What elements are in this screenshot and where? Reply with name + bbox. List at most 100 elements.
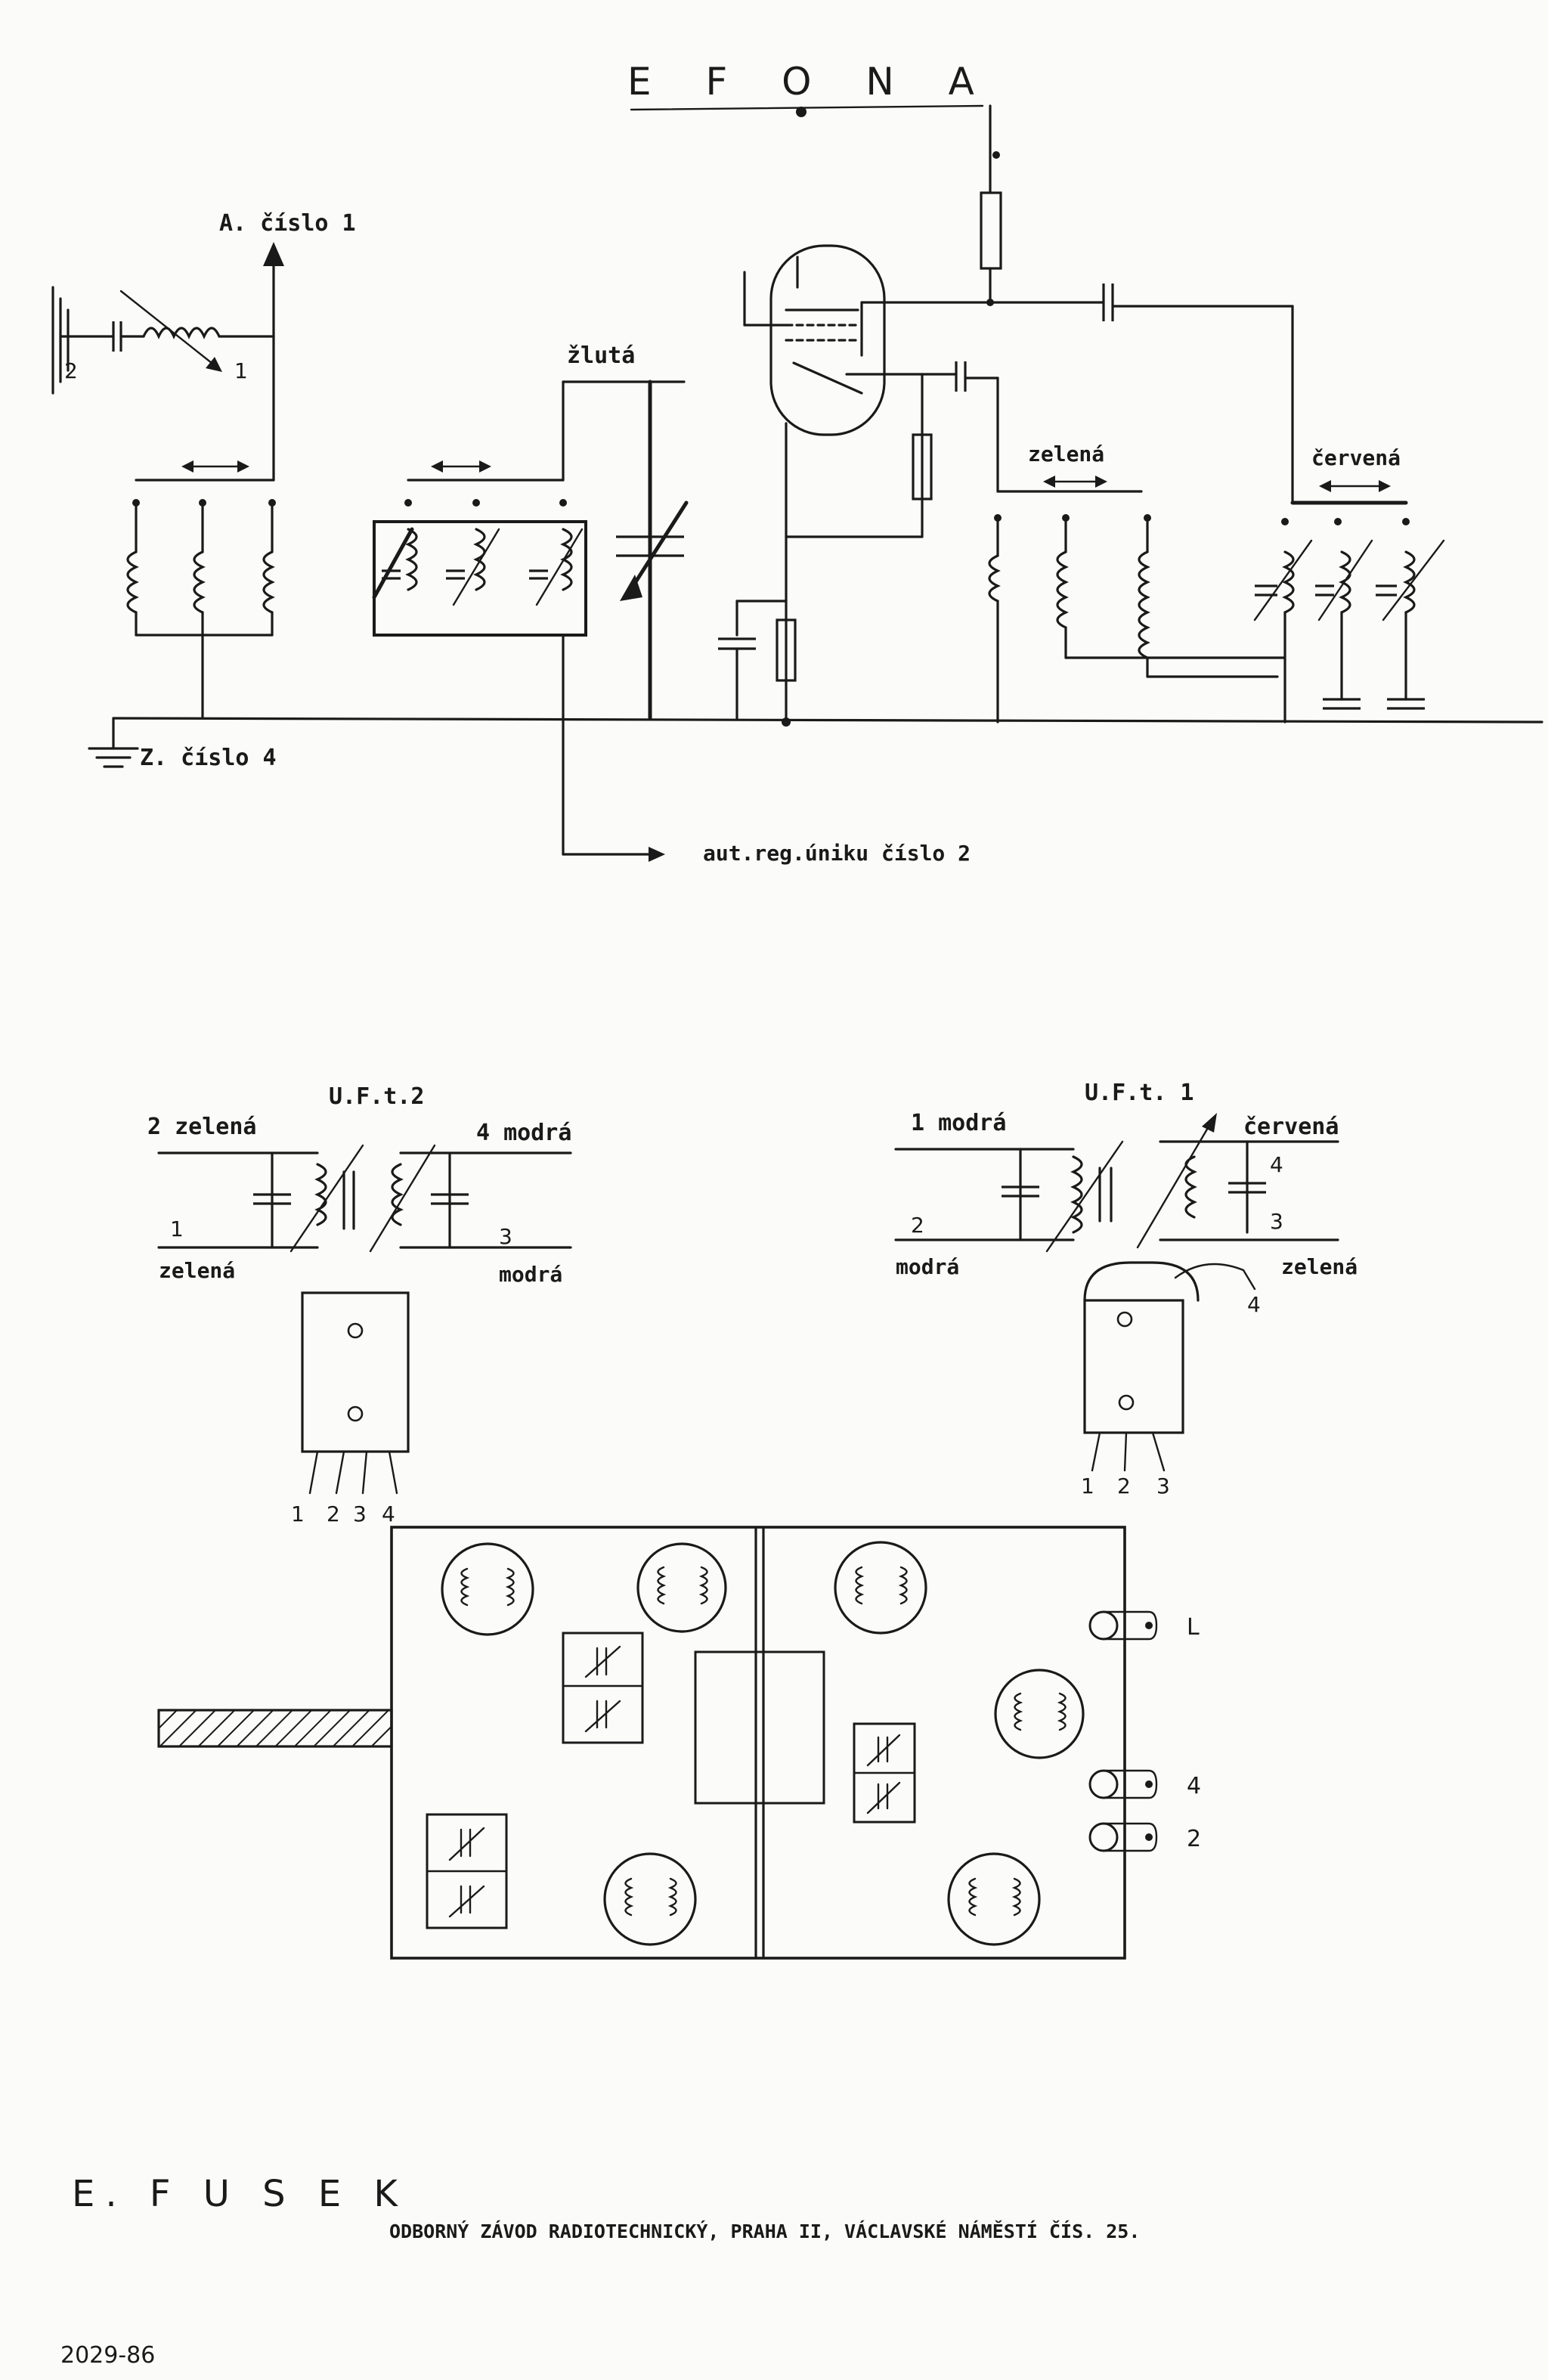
- coil2: [193, 550, 206, 614]
- ift1-can: [1083, 1299, 1184, 1434]
- wire-label-cervena: červená: [1311, 445, 1401, 470]
- ift2-can-hole-2: [347, 1405, 364, 1422]
- cathode-ground-node: [782, 717, 791, 727]
- avc-label: aut.reg.úniku číslo 2: [703, 841, 971, 866]
- ift1-leg-label-3: 3: [1156, 1474, 1170, 1498]
- coil-can-5: [947, 1852, 1041, 1946]
- osc-switch-arrow-right: [479, 460, 491, 473]
- switch-arrow-right: [237, 460, 249, 473]
- terminal-4: [1088, 1769, 1158, 1799]
- osc-switch-arrow-left: [431, 460, 443, 473]
- red-terminal-2: [1334, 518, 1342, 525]
- ift1-pin-cervena-label: červená: [1243, 1114, 1339, 1140]
- antenna-section: A. číslo 1 2 1: [51, 210, 356, 482]
- page-title: E F O N A: [627, 60, 995, 104]
- osc-trim-3-arrow: [535, 528, 584, 606]
- coil-can-4: [994, 1669, 1085, 1759]
- coil-can-2: [636, 1542, 727, 1633]
- vacuum-tube: [718, 104, 1294, 727]
- red-switch-arrow-left: [1319, 480, 1331, 492]
- coil1: [126, 550, 139, 614]
- ift1-top-pin-label: 4: [1247, 1292, 1261, 1317]
- green-terminal-3: [1144, 514, 1151, 522]
- ift1-can-hole-1: [1116, 1311, 1133, 1328]
- green-switch-arrow-right: [1095, 476, 1107, 488]
- ift1-top-lead: [1174, 1263, 1256, 1291]
- red-coil-set: červená: [1253, 445, 1445, 724]
- coil-terminal-1: [132, 499, 140, 507]
- trimmer-box-3: [853, 1722, 916, 1824]
- terminal-label-L: L: [1187, 1614, 1200, 1641]
- ift1-secondary-arrow: [1136, 1117, 1215, 1249]
- red-coil-2: [1339, 550, 1351, 614]
- red-trim-1-arrow: [1253, 539, 1313, 621]
- ift2-can-hole-1: [347, 1322, 364, 1339]
- ift2-primary-arrow: [289, 1144, 364, 1253]
- footer-address: ODBORNÝ ZÁVOD RADIOTECHNICKÝ, PRAHA II, …: [389, 2220, 1140, 2242]
- ift1-label-modra: modrá: [896, 1254, 959, 1279]
- red-coil-3: [1403, 550, 1416, 614]
- antenna-pin-1: 1: [234, 358, 248, 383]
- ift1-can-dome: [1083, 1261, 1200, 1302]
- ift2-section: U.F.t.2 2 zelená 4 modrá 1 3 zelená modr…: [147, 1083, 572, 1526]
- green-switch-arrow-left: [1043, 476, 1055, 488]
- green-coil-2: [1056, 550, 1069, 629]
- terminal-label-2: 2: [1187, 1826, 1201, 1852]
- ift1-pin-1-label: 1 modrá: [911, 1110, 1006, 1136]
- trimmer-box-2: [426, 1813, 508, 1929]
- ift2-secondary-arrow: [369, 1144, 436, 1253]
- coil-can-3: [834, 1541, 927, 1635]
- ground-bus-line: [112, 717, 1543, 724]
- ift2-label-modra: modrá: [499, 1262, 562, 1287]
- coil3: [262, 550, 275, 614]
- ift2-pin-3-label: 3: [499, 1224, 512, 1249]
- ift2-pin-1-label: 1: [170, 1216, 184, 1241]
- title-underline: [630, 104, 984, 111]
- ground-bus: Z. číslo 4: [88, 717, 1543, 771]
- tuning-cap-arrow-head: [620, 575, 642, 601]
- osc-trim-1-arrow: [372, 527, 414, 600]
- coil-can-6: [603, 1852, 697, 1946]
- osc-coil-2: [473, 528, 486, 591]
- footer-name: E. F U S E K: [72, 2173, 408, 2215]
- coil-can-1: [441, 1542, 534, 1636]
- ift1-leg-2: [1123, 1431, 1128, 1472]
- antenna-arrow-head: [206, 357, 222, 372]
- cathode-resistor: [776, 618, 797, 682]
- red-switch-arrow-right: [1379, 480, 1391, 492]
- oscillator-coil-bank: [372, 460, 587, 720]
- red-terminal-1: [1281, 518, 1289, 525]
- chassis-outline: [390, 1526, 1126, 1960]
- control-shaft: [157, 1709, 393, 1748]
- ift2-leg-2: [335, 1450, 345, 1495]
- tuning-capacitor: žlutá: [562, 342, 689, 721]
- ift1-leg-1: [1091, 1431, 1101, 1472]
- ift1-leg-3: [1151, 1431, 1166, 1472]
- ift2-secondary-coil: [391, 1163, 404, 1226]
- osc-coil-1: [405, 528, 418, 591]
- antenna-coil: [142, 327, 221, 339]
- title-block: E F O N A: [627, 60, 995, 117]
- osc-bank-frame: [373, 520, 587, 637]
- ift2-title: U.F.t.2: [329, 1083, 424, 1110]
- coil-terminal-3: [268, 499, 276, 507]
- terminal-label-4: 4: [1187, 1773, 1201, 1799]
- ift2-leg-label-2: 2: [327, 1501, 340, 1526]
- ift1-can-hole-2: [1118, 1394, 1135, 1411]
- antenna-variable-arrow: [119, 290, 221, 370]
- wire-label-zelena: zelená: [1028, 442, 1104, 466]
- wire-label-zluta: žlutá: [567, 342, 635, 369]
- ift2-leg-3: [361, 1450, 368, 1495]
- green-terminal-2: [1062, 514, 1070, 522]
- red-trim-3-arrow: [1382, 539, 1445, 621]
- ift2-leg-label-1: 1: [291, 1501, 305, 1526]
- ift1-leg-label-1: 1: [1081, 1474, 1094, 1498]
- b-plus-node: [992, 151, 1000, 159]
- ift2-pin-2-label: 2 zelená: [147, 1114, 257, 1140]
- ift1-secondary-coil: [1184, 1155, 1197, 1219]
- ift1-pin-3-label: 3: [1270, 1209, 1283, 1234]
- ift2-leg-label-3: 3: [353, 1501, 367, 1526]
- coil-terminal-2: [199, 499, 206, 507]
